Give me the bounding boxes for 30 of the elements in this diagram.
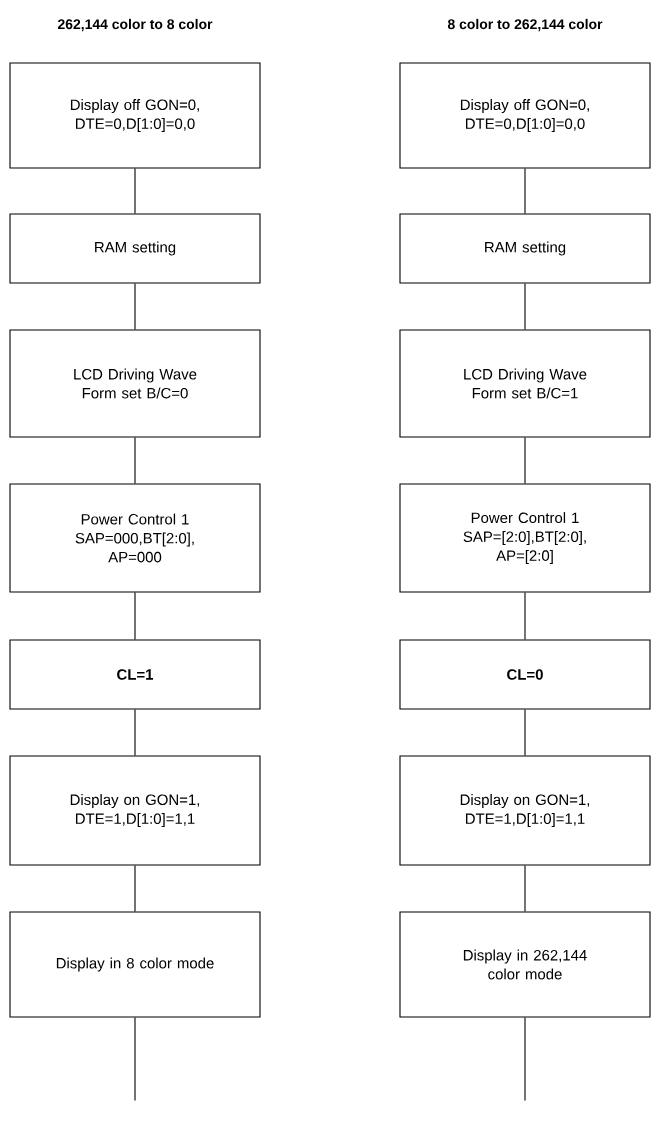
connector-line [134,437,136,484]
connector-line [524,168,526,214]
connector-line [134,865,136,912]
process-box: Display off GON=0, DTE=0,D[1:0]=0,0 [399,62,651,169]
process-box: Power Control 1 SAP=[2:0],BT[2:0], AP=[2:0] [399,483,651,593]
process-box: RAM setting [399,213,651,284]
process-box: CL=0 [399,639,651,710]
process-box: CL=1 [9,639,261,710]
process-box: Display in 8 color mode [9,911,261,1018]
connector-line [524,283,526,330]
process-box: Display in 262,144 color mode [399,911,651,1018]
process-box: LCD Driving Wave Form set B/C=1 [399,329,651,438]
process-box: Display off GON=0, DTE=0,D[1:0]=0,0 [9,62,261,169]
column-heading: 8 color to 262,144 color [447,18,603,32]
connector-line [134,168,136,214]
connector-line [524,437,526,484]
process-box: RAM setting [9,213,261,284]
process-box: Power Control 1 SAP=000,BT[2:0], AP=000 [9,483,261,593]
connector-line [134,283,136,330]
connector-line [524,592,526,640]
process-box: Display on GON=1, DTE=1,D[1:0]=1,1 [399,755,651,866]
process-box: LCD Driving Wave Form set B/C=0 [9,329,261,438]
connector-line [134,592,136,640]
connector-line [524,1017,526,1102]
connector-line [524,709,526,756]
column-heading: 262,144 color to 8 color [57,18,213,32]
connector-line [524,865,526,912]
connector-line [134,1017,136,1102]
process-box: Display on GON=1, DTE=1,D[1:0]=1,1 [9,755,261,866]
connector-line [134,709,136,756]
